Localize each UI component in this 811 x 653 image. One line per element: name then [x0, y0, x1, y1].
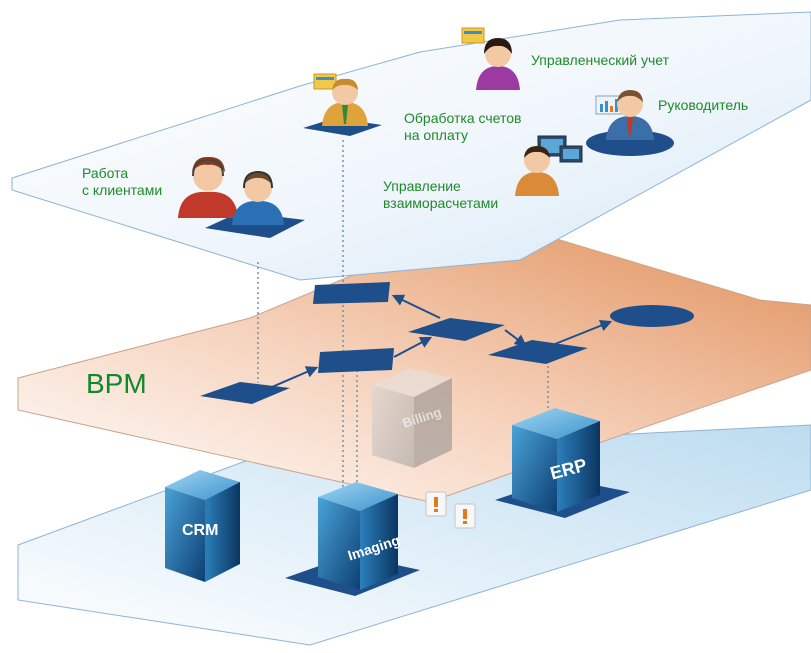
operator-man-icon	[232, 170, 284, 225]
computer-person-icon	[515, 135, 583, 196]
role-label-billing-processing: Обработка счетов на оплату	[404, 110, 522, 143]
folder-woman-icon	[461, 27, 520, 90]
layer-connectors	[257, 140, 549, 500]
process-node-start	[200, 382, 290, 404]
bpm-layer-label: BPM	[86, 368, 147, 399]
bpm-process-flow	[200, 282, 694, 404]
role-label-manager: Руководитель	[658, 97, 749, 113]
erp-system-cube: ERP	[495, 408, 630, 518]
imaging-system-cube: Imaging	[285, 482, 420, 596]
role-label-management-accounting: Управленческий учет	[531, 52, 669, 68]
crm-label: CRM	[182, 522, 218, 539]
process-node-step-4	[488, 340, 588, 364]
alert-icon-2	[454, 503, 476, 529]
role-label-settlements: Управление взаиморасчетами	[383, 178, 499, 211]
chart-person-icon	[595, 90, 654, 140]
folder-person-icon	[313, 73, 368, 126]
process-node-step-2	[318, 348, 394, 373]
process-node-step-3	[408, 318, 505, 341]
process-node-end	[610, 305, 694, 327]
crm-system-cube: CRM	[165, 470, 240, 582]
process-node-step-1	[313, 282, 390, 304]
alert-icon-1	[425, 491, 447, 517]
operator-woman-icon	[178, 156, 238, 218]
billing-system-cube	[372, 368, 452, 468]
role-label-clients: Работа с клиентами	[82, 165, 163, 198]
users-plane	[11, 11, 811, 281]
